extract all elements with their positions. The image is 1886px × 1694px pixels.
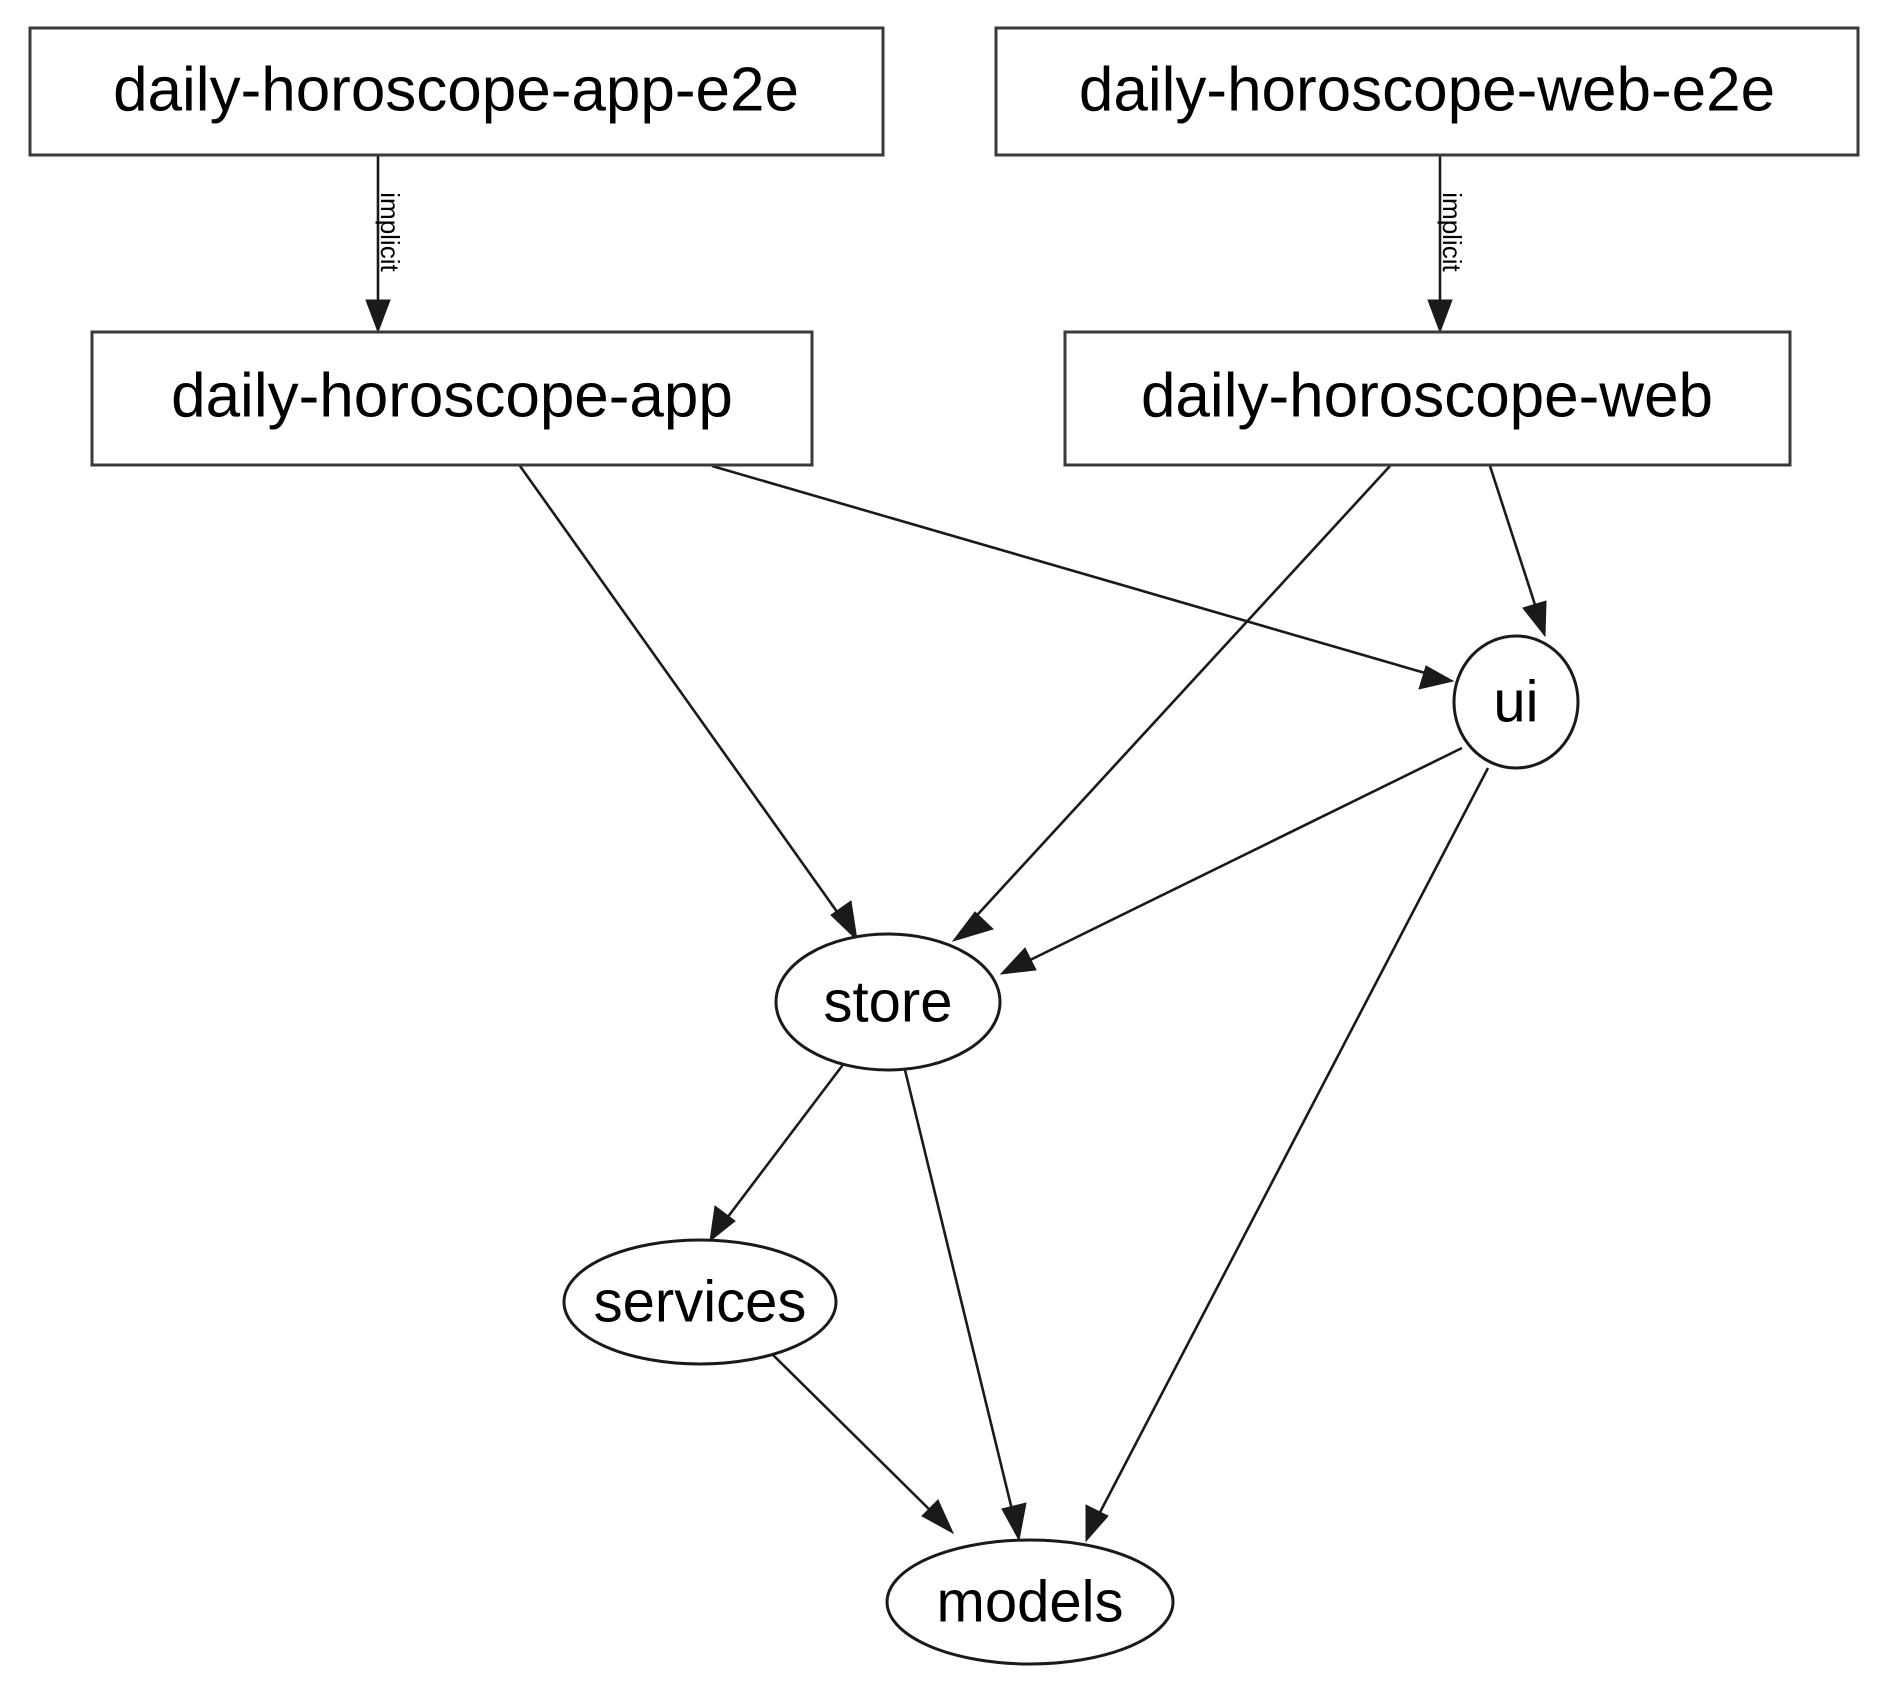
- edge-app-to-store[interactable]: [518, 465, 858, 942]
- edge-web-e2e-to-web[interactable]: implicit: [1427, 156, 1467, 334]
- node-label-daily-horoscope-app: daily-horoscope-app: [171, 361, 733, 430]
- node-label-models: models: [937, 1569, 1124, 1634]
- edge-ui-to-models[interactable]: [1085, 767, 1490, 1543]
- node-label-store: store: [824, 969, 953, 1034]
- edge-label-implicit-web: implicit: [1437, 192, 1467, 272]
- node-services[interactable]: services: [562, 1238, 838, 1366]
- nodes-layer: daily-horoscope-app-e2e daily-horoscope-…: [28, 26, 1860, 1666]
- edge-ui-to-store[interactable]: [999, 746, 1463, 975]
- node-label-services: services: [594, 1269, 807, 1334]
- node-label-daily-horoscope-web-e2e: daily-horoscope-web-e2e: [1079, 55, 1775, 124]
- node-daily-horoscope-web-e2e[interactable]: daily-horoscope-web-e2e: [994, 26, 1860, 157]
- edge-services-to-models[interactable]: [769, 1351, 955, 1535]
- node-label-daily-horoscope-web: daily-horoscope-web: [1141, 361, 1713, 430]
- node-models[interactable]: models: [885, 1538, 1175, 1666]
- node-daily-horoscope-app[interactable]: daily-horoscope-app: [90, 330, 814, 467]
- edge-store-to-models[interactable]: [903, 1069, 1027, 1542]
- node-store[interactable]: store: [774, 932, 1002, 1072]
- node-label-ui: ui: [1493, 669, 1538, 734]
- edge-label-implicit-app: implicit: [375, 192, 405, 272]
- node-label-daily-horoscope-app-e2e: daily-horoscope-app-e2e: [113, 55, 799, 124]
- node-daily-horoscope-app-e2e[interactable]: daily-horoscope-app-e2e: [28, 26, 885, 157]
- edge-web-to-ui[interactable]: [1488, 465, 1547, 638]
- edges-layer: implicit implicit: [365, 156, 1547, 1543]
- edge-store-to-services[interactable]: [709, 1061, 847, 1243]
- node-daily-horoscope-web[interactable]: daily-horoscope-web: [1063, 330, 1792, 467]
- edge-web-to-store[interactable]: [951, 465, 1391, 942]
- edge-app-to-ui[interactable]: [711, 464, 1455, 690]
- edge-app-e2e-to-app[interactable]: implicit: [365, 156, 405, 334]
- node-ui[interactable]: ui: [1452, 634, 1580, 770]
